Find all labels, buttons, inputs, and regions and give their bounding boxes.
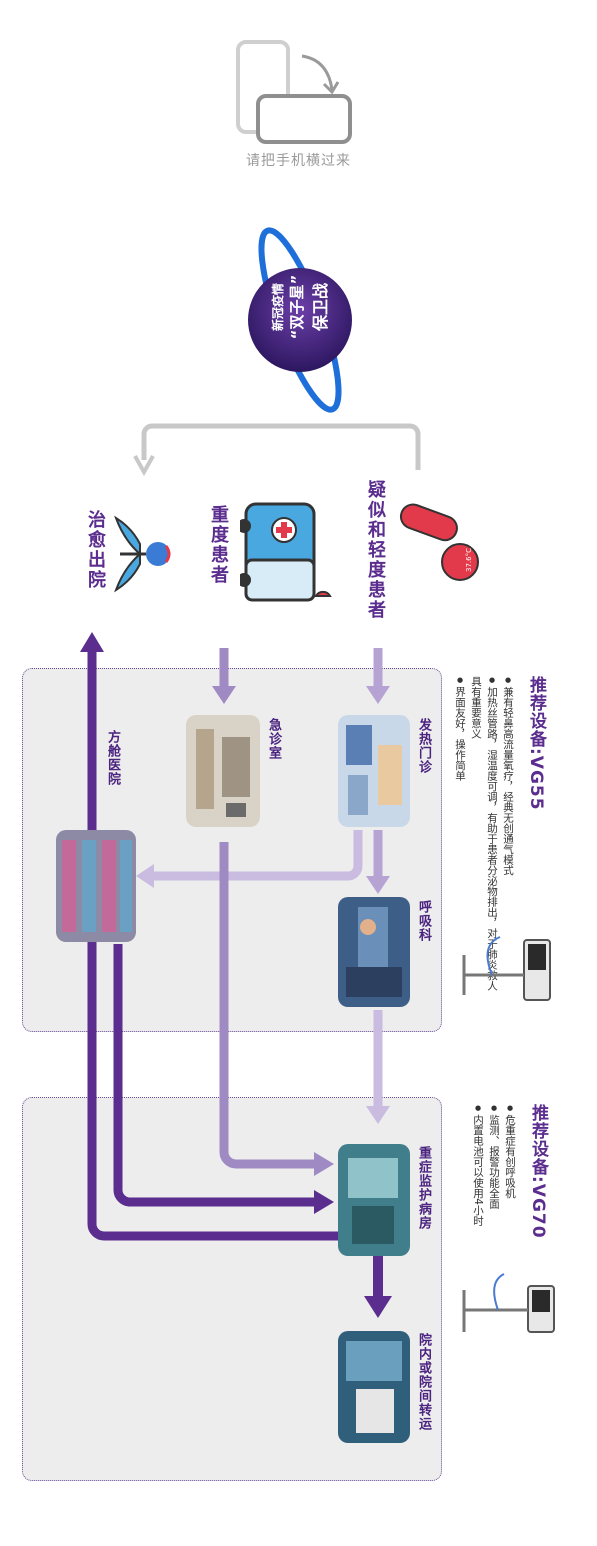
label-fangcang: 方舱医院 xyxy=(105,730,120,786)
icu-photo xyxy=(338,1144,410,1256)
vg55-feature: 加热丝管路，湿温度可调，有助于患者分泌物排出，对于肺炎救人具有重要意义 xyxy=(468,676,500,996)
category-severe: 重度患者 xyxy=(208,505,229,585)
vg70-recommendation: 推荐设备:VG70 危重症有创呼吸机 监测、报警功能全面 内置电池可以使用4小时 xyxy=(470,1104,551,1304)
transfer-photo xyxy=(338,1331,410,1443)
vg70-title: 推荐设备:VG70 xyxy=(528,1104,548,1239)
ambulance-icon xyxy=(240,502,332,602)
category-mild: 疑似和轻度患者 xyxy=(365,480,386,620)
thermometer-icon xyxy=(399,503,479,581)
badge-line2: “双子星” xyxy=(288,274,306,340)
vg55-feature-list: 兼有轻鼻高流量氧疗，经典无创通气模式 加热丝管路，湿温度可调，有助于患者分泌物排… xyxy=(452,676,516,996)
badge-line3: 保卫战 xyxy=(311,283,330,332)
label-fever-clinic: 发热门诊 xyxy=(416,718,431,774)
vg70-feature: 危重症有创呼吸机 xyxy=(502,1104,518,1304)
label-emergency: 急诊室 xyxy=(266,718,281,760)
label-icu: 重症监护病房 xyxy=(416,1146,431,1230)
vg70-feature-list: 危重症有创呼吸机 监测、报警功能全面 内置电池可以使用4小时 xyxy=(470,1104,518,1304)
fangcang-hospital-photo xyxy=(56,830,136,942)
rotate-hint-text: 请把手机横过来 xyxy=(246,153,351,169)
rotate-phone-icon xyxy=(236,40,352,144)
thermometer-reading: 37.6°C xyxy=(465,548,473,572)
fever-clinic-photo xyxy=(338,715,410,827)
flow-arrows xyxy=(80,632,392,1318)
emergency-room-photo xyxy=(186,715,260,827)
label-transfer: 院内或院间转运 xyxy=(416,1333,431,1431)
vg55-recommendation: 推荐设备:VG55 兼有轻鼻高流量氧疗，经典无创通气模式 加热丝管路，湿温度可调… xyxy=(452,676,549,996)
badge-text: 新冠疫情 “双子星” 保卫战 xyxy=(255,262,345,352)
vg70-ventilator-image xyxy=(462,1273,555,1333)
vg55-feature: 兼有轻鼻高流量氧疗，经典无创通气模式 xyxy=(500,676,516,996)
return-flow-arrow xyxy=(133,423,421,477)
badge-line1: 新冠疫情 xyxy=(271,283,285,332)
label-respiratory: 呼吸科 xyxy=(416,900,431,942)
cured-person-icon xyxy=(114,515,171,593)
respiratory-dept-photo xyxy=(338,897,410,1007)
vg55-ventilator-image xyxy=(462,936,551,1001)
vg55-feature: 界面友好，操作简单 xyxy=(452,676,468,996)
category-cured: 治愈出院 xyxy=(85,510,106,590)
vg70-feature: 监测、报警功能全面 xyxy=(486,1104,502,1304)
vg70-feature: 内置电池可以使用4小时 xyxy=(470,1104,486,1304)
planet-badge-icon xyxy=(248,227,352,413)
vg55-title: 推荐设备:VG55 xyxy=(526,676,546,811)
